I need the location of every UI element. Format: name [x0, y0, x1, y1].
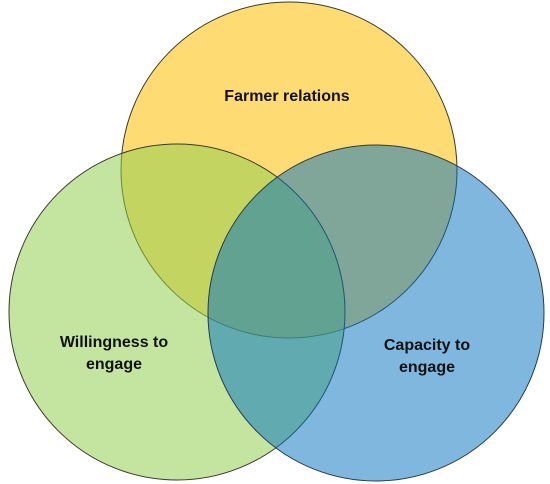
label-capacity-line-2: engage	[399, 359, 455, 376]
circle-capacity-to-engage	[207, 144, 545, 482]
label-farmer-relations: Farmer relations	[224, 88, 349, 105]
label-capacity-line-1: Capacity to	[384, 337, 470, 354]
label-willingness-line-2: engage	[86, 356, 142, 373]
label-willingness-line-1: Willingness to	[60, 334, 169, 351]
